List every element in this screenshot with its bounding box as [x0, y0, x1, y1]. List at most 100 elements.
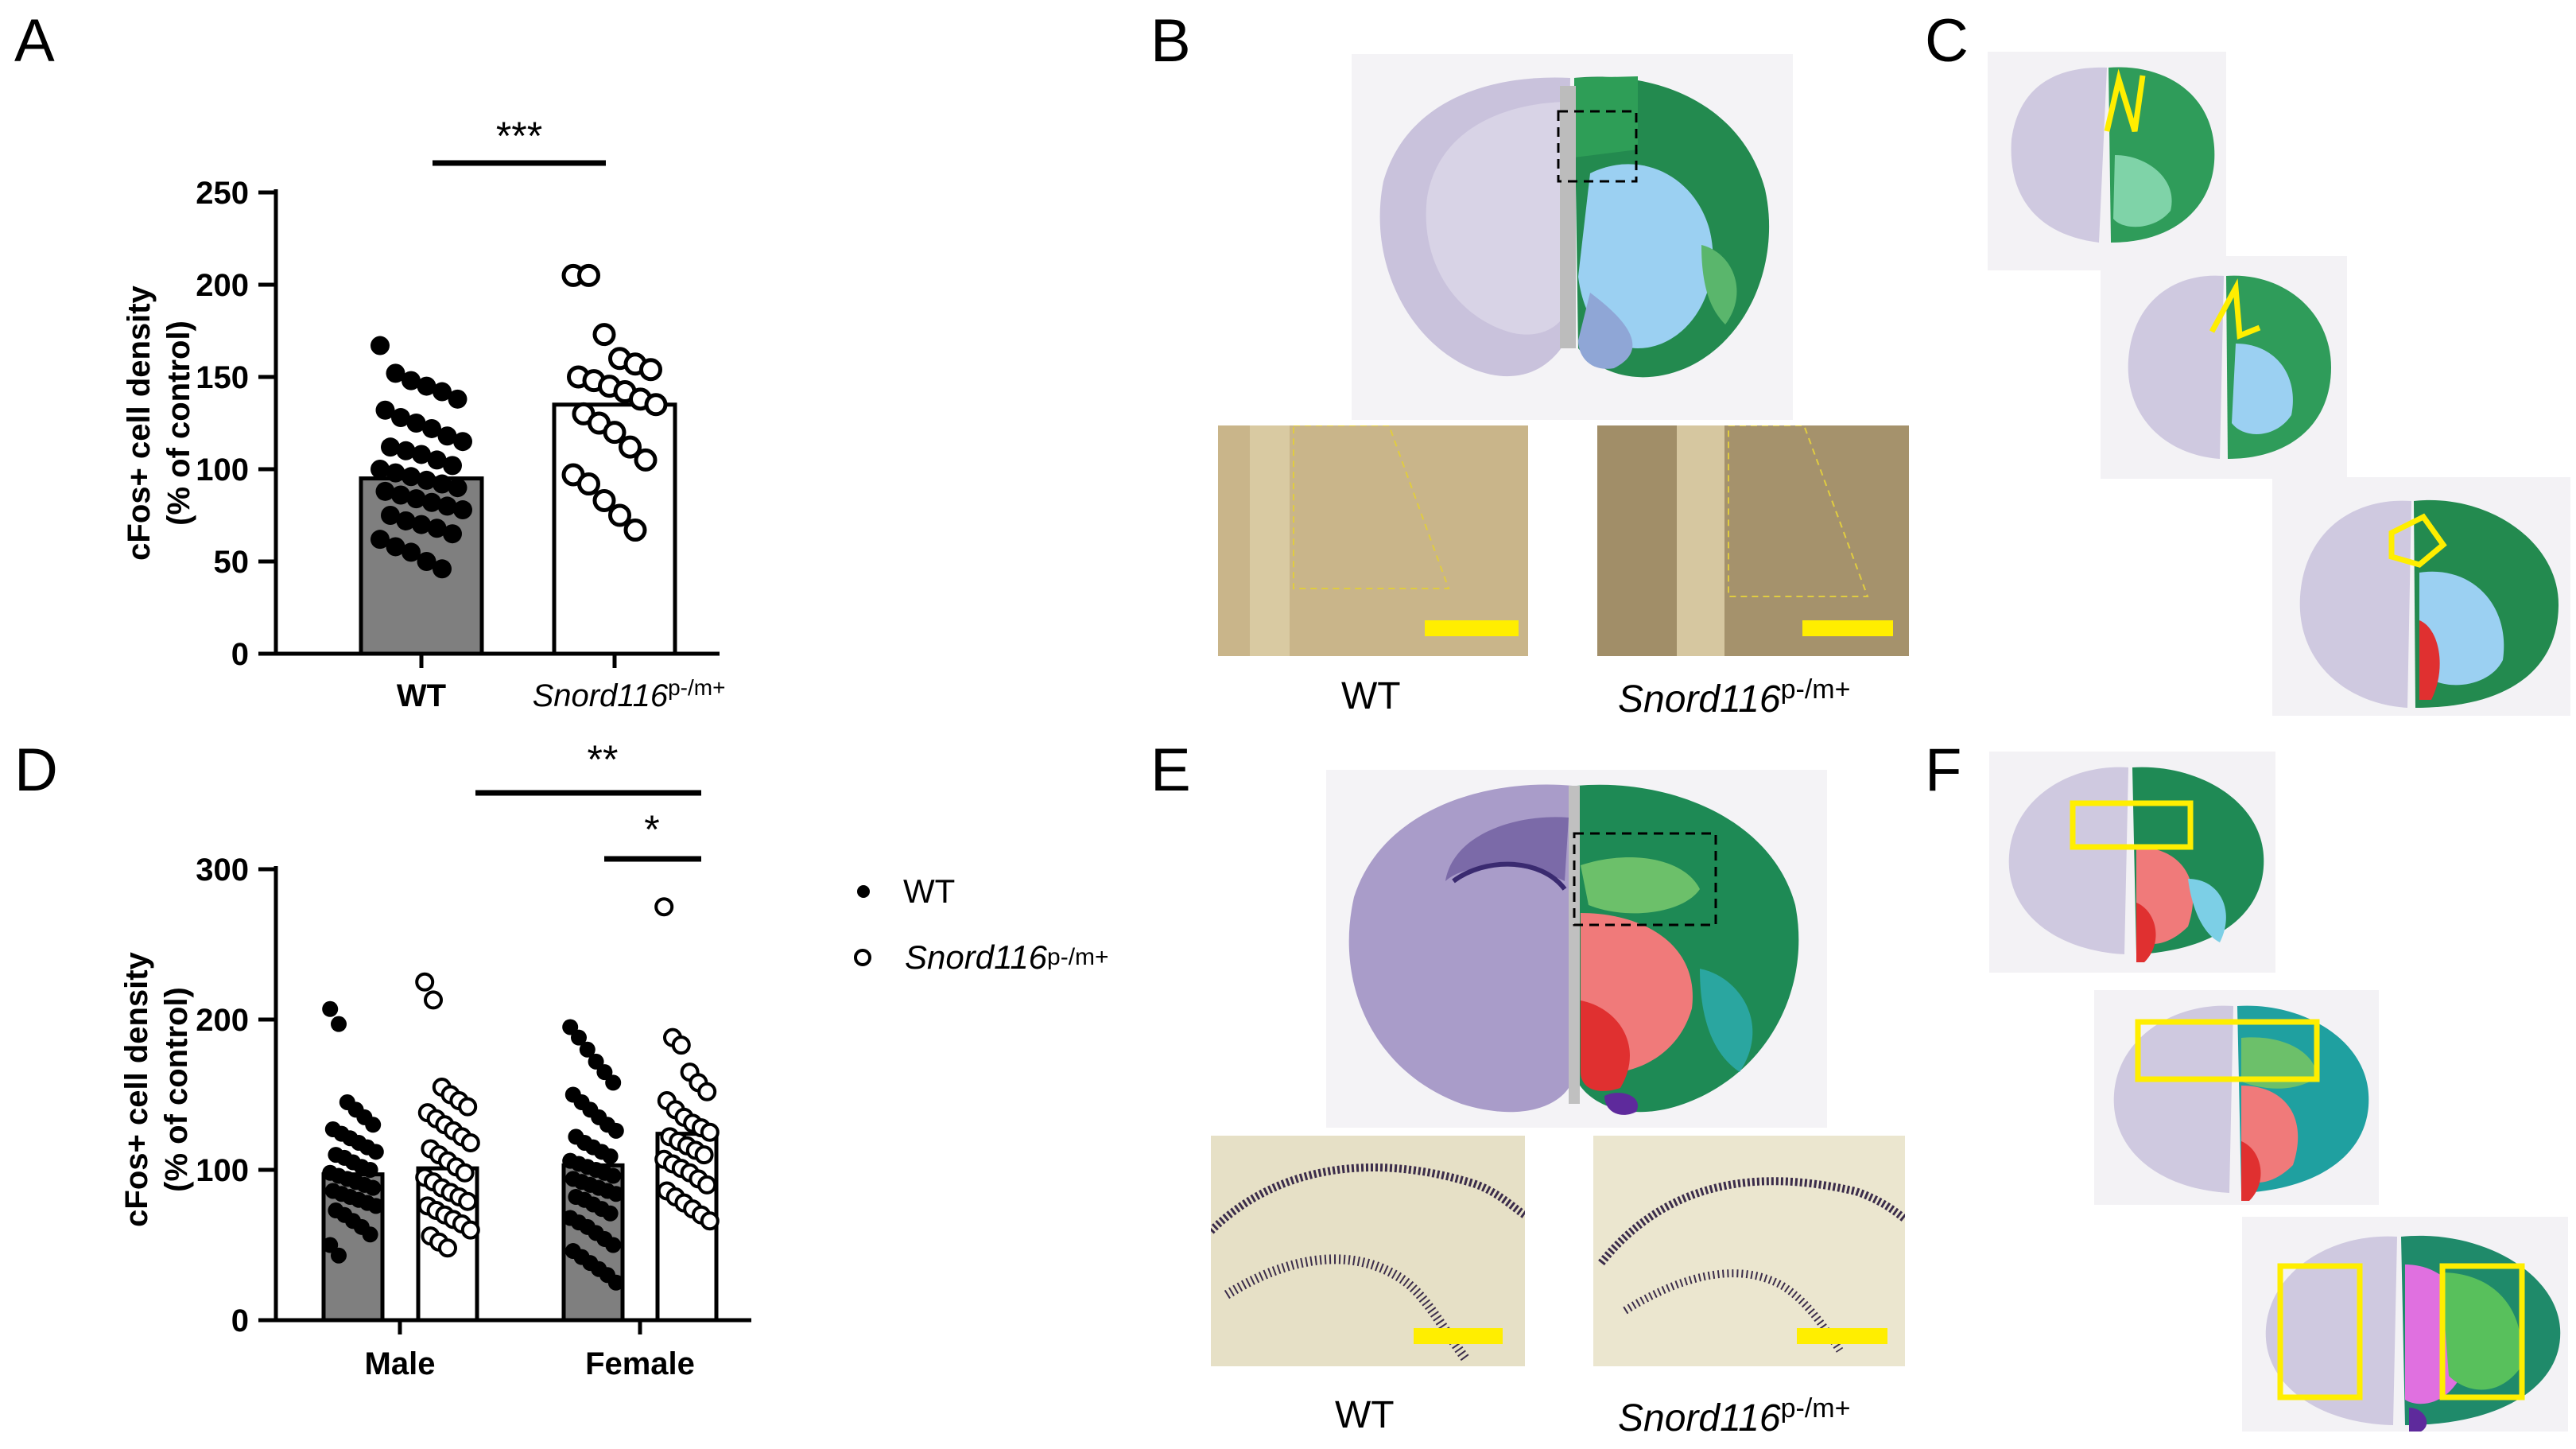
roi-box-f3-left [2277, 1263, 2363, 1400]
bar-snord116 [552, 402, 677, 656]
roi-dashed-box-e [1573, 832, 1717, 927]
y-tick-label-d: 200 [196, 1003, 249, 1038]
legend-item-wt: WT [857, 872, 955, 911]
data-point-female-mut [654, 897, 674, 917]
data-point-wt [437, 426, 457, 446]
data-point-wt [453, 432, 472, 452]
legend-label-snord116: Snord116 [905, 938, 1048, 976]
significance-label-d-1: ** [588, 737, 619, 782]
data-point-male-mut [458, 1191, 478, 1211]
data-point-female-mut [700, 1211, 720, 1231]
roi-box-f3-right [2439, 1263, 2525, 1400]
data-point-wt [396, 511, 416, 530]
data-point-snord116 [577, 472, 600, 496]
roi-outline-c1 [2104, 68, 2146, 133]
panel-label-e: E [1150, 736, 1191, 804]
legend-marker-filled [857, 885, 870, 898]
data-point-female-wt [602, 1205, 619, 1222]
significance-label-d-2: * [644, 807, 659, 852]
caption-b-mutant-name: Snord116 [1618, 678, 1781, 721]
micrograph-e-mutant [1593, 1136, 1905, 1366]
legend-label-wt: WT [903, 872, 956, 910]
data-point-wt [375, 481, 395, 501]
data-point-snord116 [592, 323, 616, 347]
significance-label-a: *** [496, 114, 542, 158]
data-point-female-wt [588, 1053, 604, 1070]
atlas-f-3 [2242, 1217, 2568, 1432]
data-point-male-wt [367, 1144, 384, 1160]
data-point-female-wt [579, 1041, 596, 1058]
data-point-wt [437, 496, 457, 516]
data-point-female-wt [607, 1186, 624, 1202]
data-point-male-mut [438, 1238, 457, 1258]
data-point-female-mut [697, 1082, 717, 1101]
y-axis-label-a-line2: (% of control) [161, 320, 196, 526]
y-tick-label-a: 150 [196, 360, 249, 395]
data-point-wt [448, 478, 467, 498]
data-point-wt [406, 414, 426, 433]
data-point-wt [412, 515, 431, 534]
data-point-wt [417, 376, 436, 396]
data-point-male-mut [424, 990, 443, 1010]
data-point-snord116 [608, 503, 631, 527]
data-point-wt [422, 418, 441, 438]
data-point-snord116 [592, 488, 616, 512]
y-tick-label-a: 200 [196, 268, 249, 303]
data-point-female-wt [605, 1074, 622, 1091]
data-point-female-wt [605, 1237, 622, 1253]
data-point-wt [443, 524, 462, 544]
atlas-c-3 [2272, 477, 2570, 716]
data-point-wt [381, 437, 400, 457]
data-point-female-wt [602, 1148, 619, 1164]
roi-dashed-box-b [1557, 110, 1638, 183]
data-point-wt [402, 371, 421, 390]
y-tick-label-a: 0 [231, 637, 249, 672]
data-point-snord116 [644, 393, 668, 417]
data-point-female-wt [607, 1274, 624, 1291]
micrograph-b-mutant [1597, 425, 1909, 656]
data-point-wt [453, 500, 472, 520]
data-point-wt [370, 530, 390, 550]
data-point-wt [406, 489, 426, 509]
data-point-male-wt [362, 1226, 378, 1243]
scale-bar-b-wt [1425, 620, 1519, 636]
data-point-wt [433, 559, 452, 579]
data-point-female-wt [562, 1019, 579, 1035]
y-tick-label-d: 100 [196, 1153, 249, 1188]
y-axis-label-d-line1: cFos+ cell density [119, 951, 154, 1226]
data-point-wt [386, 537, 405, 557]
data-point-wt [386, 363, 405, 383]
data-point-female-wt [605, 1167, 622, 1184]
y-tick-label-a: 100 [196, 453, 249, 488]
data-point-wt [427, 519, 447, 538]
roi-box-f2 [2135, 1019, 2320, 1082]
panel-label-b: B [1150, 7, 1191, 75]
y-axis-label-a-line1: cFos+ cell density [122, 285, 157, 560]
data-point-male-mut [460, 1220, 480, 1240]
micrograph-e-wt [1211, 1136, 1525, 1366]
data-point-wt [422, 492, 441, 512]
atlas-c-2 [2101, 256, 2347, 479]
data-point-female-wt [571, 1029, 587, 1046]
scale-bar-b-mutant [1802, 620, 1893, 636]
x-label-snord116: Snord116p-/m+ [533, 675, 726, 713]
data-point-wt [433, 474, 452, 494]
caption-e-mutant: Snord116p-/m+ [1618, 1393, 1850, 1440]
roi-outline-c3 [2388, 513, 2447, 568]
data-point-male-wt [362, 1162, 378, 1178]
data-point-snord116 [623, 519, 647, 542]
data-point-female-wt [607, 1122, 624, 1139]
x-label-snord116-sup: p-/m+ [668, 675, 725, 700]
scale-bar-e-mutant [1797, 1328, 1887, 1344]
y-tick-label-d: 0 [231, 1303, 249, 1338]
data-point-wt [402, 467, 421, 487]
data-point-snord116 [634, 448, 658, 472]
data-point-male-wt [367, 1198, 384, 1214]
data-point-male-mut [415, 972, 435, 992]
y-tick-label-a: 250 [196, 176, 249, 211]
data-point-male-mut [458, 1097, 478, 1117]
data-point-snord116 [603, 421, 627, 445]
panel-label-c: C [1925, 7, 1969, 75]
